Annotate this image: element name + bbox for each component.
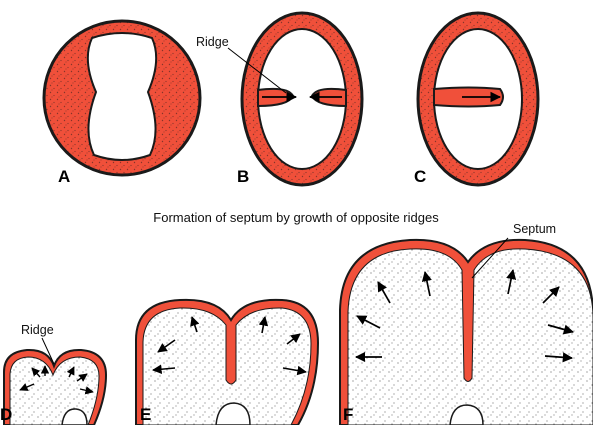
arrow-d-5	[76, 373, 88, 382]
ridge-label-top: Ridge	[196, 35, 229, 49]
annulus-d	[61, 408, 88, 425]
annulus-e	[215, 402, 251, 425]
ridge-pointer-d	[41, 337, 55, 365]
panel-e: E	[135, 298, 320, 425]
heart-cavity-f-stipple	[348, 248, 593, 425]
arrow-e-2	[152, 364, 176, 374]
panel-f: Septum F	[339, 222, 593, 425]
arrow-f-4	[421, 271, 432, 297]
arrow-d-2	[31, 367, 41, 378]
arrow-f-2	[356, 315, 381, 329]
arrow-d-6	[79, 386, 94, 395]
arrow-e-5	[286, 333, 301, 345]
septum-label: Septum	[513, 222, 556, 236]
lumen-a	[86, 32, 158, 161]
panel-c: C	[414, 11, 540, 187]
arrow-e-6	[282, 365, 307, 376]
annulus-f	[449, 404, 484, 425]
arrow-e-4	[258, 316, 269, 334]
ridge-pointer-line	[227, 47, 287, 94]
diagram-caption: Formation of septum by growth of opposit…	[153, 210, 439, 225]
panel-letter-b: B	[237, 167, 249, 186]
panel-letter-e: E	[140, 405, 151, 424]
heart-cavity-e-stipple	[143, 307, 311, 425]
arrow-f-5	[506, 269, 517, 295]
panel-letter-c: C	[414, 167, 426, 186]
panel-b: Ridge B	[196, 11, 364, 187]
arrow-d-1	[19, 383, 35, 391]
arrow-d-4	[66, 366, 75, 378]
arrow-f-7	[547, 324, 574, 335]
arrow-f-8	[544, 352, 574, 363]
arrow-e-1	[157, 339, 176, 353]
panel-letter-f: F	[343, 405, 353, 424]
panel-d: Ridge D	[0, 323, 108, 425]
arrow-e-3	[190, 316, 200, 333]
panel-letter-a: A	[58, 167, 70, 186]
arrow-f-1	[377, 281, 391, 304]
arrow-f-6	[542, 286, 560, 304]
septum-pointer-line	[471, 237, 509, 279]
panel-letter-d: D	[0, 405, 12, 424]
panel-a: A	[42, 19, 202, 186]
ridge-label-bottom: Ridge	[21, 323, 54, 337]
